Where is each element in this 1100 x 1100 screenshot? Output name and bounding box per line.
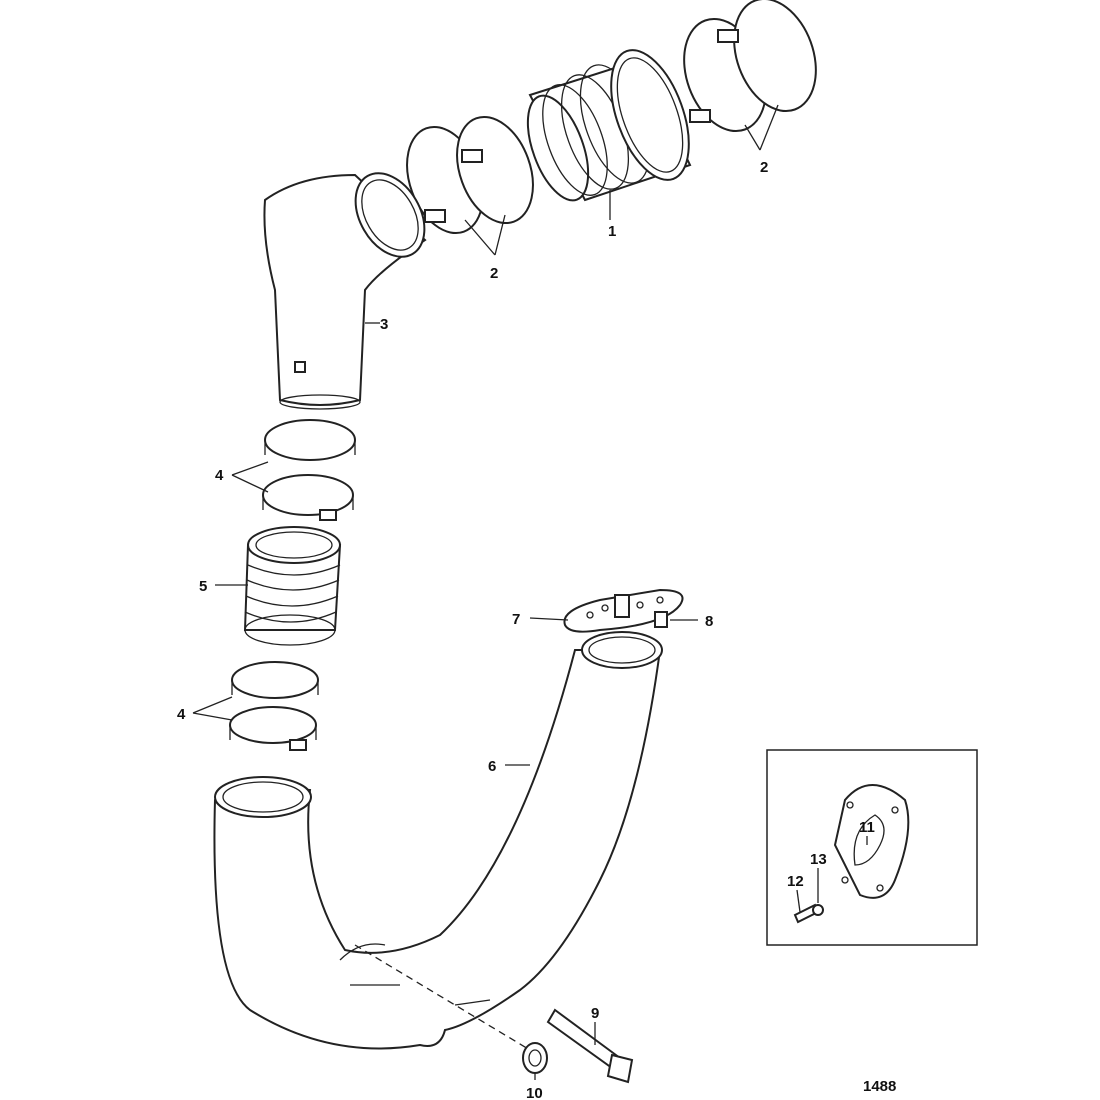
callout-9: 9 (591, 1005, 599, 1022)
part-10-washer[interactable] (522, 1042, 548, 1074)
callout-13: 13 (810, 851, 827, 868)
part-1-bellows[interactable] (516, 40, 705, 208)
callout-6: 6 (488, 758, 496, 775)
part-11-gasket[interactable] (833, 784, 910, 899)
part-4-clamps-upper[interactable] (262, 419, 356, 521)
callout-5: 5 (199, 578, 207, 595)
part-3-elbow-pipe[interactable] (263, 161, 438, 410)
callout-2-right: 2 (760, 159, 768, 176)
callout-12: 12 (787, 873, 804, 890)
part-2-clamps-left[interactable] (393, 106, 546, 243)
detail-inset-frame (766, 749, 978, 946)
part-4-clamps-lower[interactable] (229, 661, 319, 751)
part-7-plate[interactable] (563, 588, 684, 633)
callout-1: 1 (608, 223, 616, 240)
part-9-bolt[interactable] (546, 1008, 634, 1084)
callout-3: 3 (380, 316, 388, 333)
part-5-bellows[interactable] (243, 526, 342, 646)
leader-lines (192, 104, 868, 1080)
part-8-block[interactable] (654, 611, 668, 628)
callout-4-upper: 4 (215, 467, 224, 484)
part-13-washer[interactable] (812, 904, 824, 916)
callout-10: 10 (526, 1085, 543, 1100)
part-6-y-pipe[interactable] (213, 631, 663, 1051)
callout-8: 8 (705, 613, 713, 630)
callout-2-left: 2 (490, 265, 498, 282)
callout-7: 7 (512, 611, 520, 628)
figure-number: 1488 (863, 1078, 896, 1095)
callout-11: 11 (859, 819, 875, 836)
callout-4-lower: 4 (177, 706, 186, 723)
part-2-clamps-right[interactable] (669, 0, 830, 142)
